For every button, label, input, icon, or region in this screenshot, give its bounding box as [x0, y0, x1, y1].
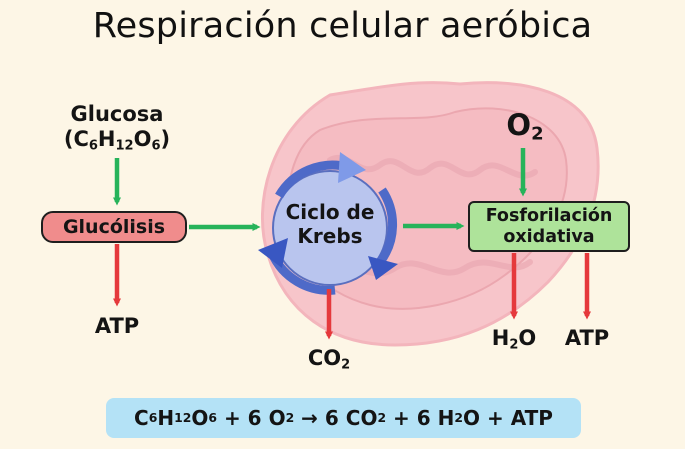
cycle-arrowhead — [368, 256, 398, 280]
cycle-arrowhead — [258, 238, 288, 268]
oxphos-label-line1: Fosforilación — [485, 205, 613, 226]
krebs-label-line1: Ciclo de — [285, 200, 375, 224]
oxygen-label: O2 — [506, 108, 544, 145]
water-output: H2O — [491, 326, 537, 353]
atp-output-oxphos: ATP — [564, 326, 610, 350]
oxphos-label-line2: oxidativa — [503, 226, 595, 247]
glucose-label: Glucosa — [70, 102, 164, 126]
mitochondrion-cristae — [327, 155, 538, 179]
co2-output: CO2 — [307, 346, 351, 373]
krebs-cycle-label: Ciclo de Krebs — [262, 200, 398, 248]
glucose-formula: (C6H12O6) — [63, 127, 171, 154]
oxidative-phosphorylation-box: Fosforilación oxidativa — [468, 201, 630, 252]
cycle-arrowhead — [338, 152, 366, 183]
krebs-cycle-circle — [272, 170, 388, 286]
glycolysis-box: Glucólisis — [41, 211, 187, 243]
diagram-title: Respiración celular aeróbica — [92, 6, 593, 46]
krebs-label-line2: Krebs — [297, 224, 363, 248]
atp-output-glycolysis: ATP — [94, 314, 140, 338]
